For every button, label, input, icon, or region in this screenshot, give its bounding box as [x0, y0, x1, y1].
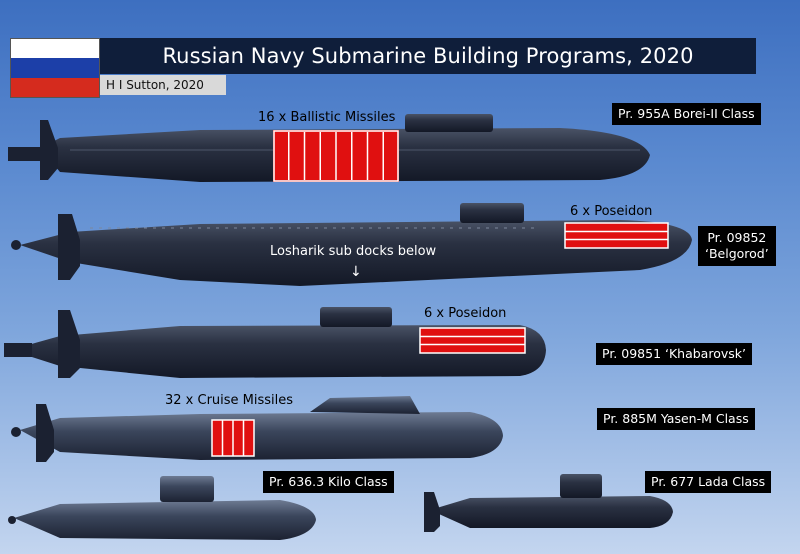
khabarovsk-poseidon-tubes [419, 327, 526, 354]
belgorod-poseidon-tubes [564, 222, 669, 249]
label-belgorod: Pr. 09852 ‘Belgorod’ [698, 226, 776, 266]
credit-label: H I Sutton, 2020 [100, 75, 226, 95]
down-arrow-icon: ↓ [350, 264, 362, 280]
yasen-cruise-missile-tubes [211, 419, 255, 457]
label-kilo: Pr. 636.3 Kilo Class [263, 471, 394, 493]
sub-yasen-m [11, 396, 503, 462]
label-khabarovsk: Pr. 09851 ‘Khabarovsk’ [596, 343, 752, 365]
sub-lada [424, 474, 673, 532]
page-title: Russian Navy Submarine Building Programs… [100, 38, 756, 74]
sub-khabarovsk [4, 307, 546, 378]
borei-missile-tubes [273, 130, 399, 182]
borei-missiles-annotation: 16 x Ballistic Missiles [258, 110, 396, 125]
label-belgorod-line1: Pr. 09852 [707, 230, 767, 245]
belgorod-poseidon-annotation: 6 x Poseidon [570, 204, 653, 219]
yasen-missiles-annotation: 32 x Cruise Missiles [165, 393, 294, 408]
label-yasen-m: Pr. 885M Yasen-M Class [597, 408, 755, 430]
russian-flag [10, 38, 100, 98]
sub-belgorod [11, 203, 692, 286]
losharik-note: Losharik sub docks below [270, 244, 437, 259]
khabarovsk-poseidon-annotation: 6 x Poseidon [424, 306, 507, 321]
label-belgorod-line2: ‘Belgorod’ [705, 246, 769, 261]
label-lada: Pr. 677 Lada Class [645, 471, 772, 493]
sub-kilo [8, 476, 316, 540]
label-borei-ii: Pr. 955A Borei-II Class [612, 103, 761, 125]
